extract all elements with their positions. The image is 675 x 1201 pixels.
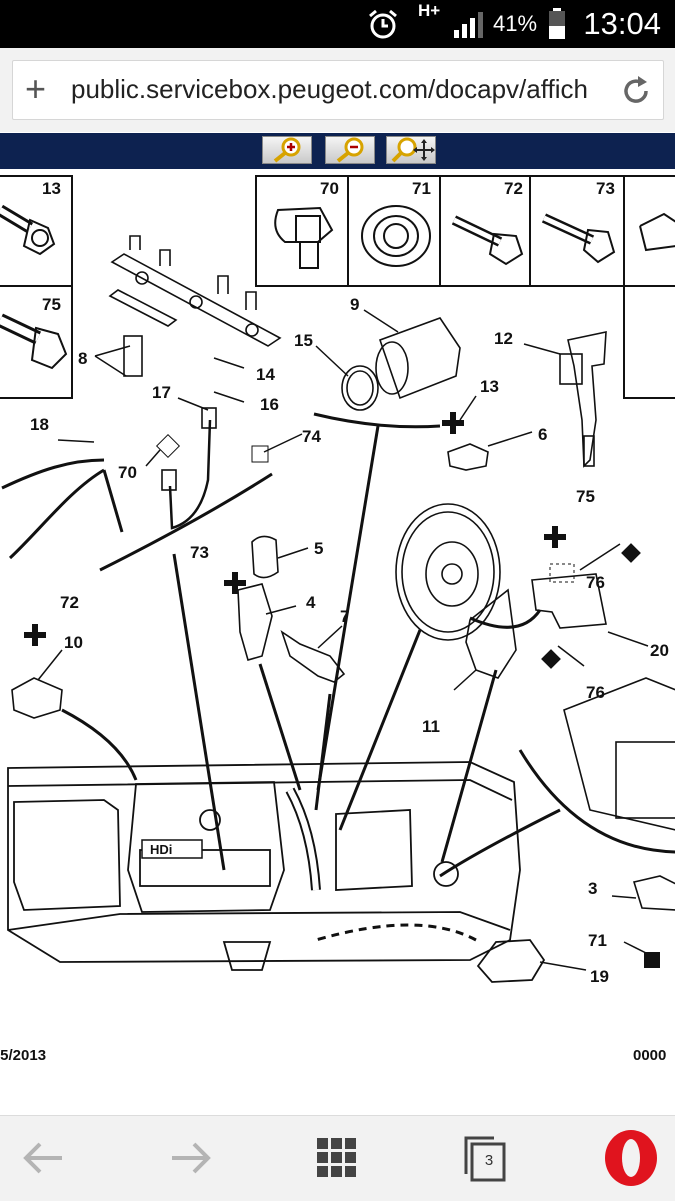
sensor-3-drawing [632,875,675,911]
part-box-75 [0,285,73,399]
zoom-in-button[interactable] [262,136,312,164]
label-70: 70 [118,463,137,482]
opera-menu-icon[interactable] [600,1116,662,1201]
label-13-box: 13 [42,179,61,198]
bracket-11-drawing [465,588,517,679]
label-71-box: 71 [412,179,431,198]
speed-dial-grid-icon[interactable] [314,1116,360,1201]
tabs-button[interactable]: 3 [462,1116,508,1201]
parts-diagram[interactable]: HDi [0,170,675,1115]
hdi-badge [141,839,203,859]
label-75: 75 [576,487,595,506]
label-7: 7 [340,607,349,626]
sensor-19-drawing [476,939,546,983]
status-bar: H+ 41% 13:04 [0,0,675,48]
footer-code: 0000 [633,1047,666,1064]
footer-date: /5/2013 [0,1047,46,1064]
callout-labels: 13 75 70 71 72 73 9 15 12 8 14 17 16 13 … [0,179,669,1064]
label-13: 13 [480,377,499,396]
alarm-icon [369,9,397,39]
label-4: 4 [306,593,316,612]
label-76-bottom: 76 [586,683,605,702]
label-14: 14 [256,365,275,384]
callout-curves [61,412,675,942]
label-17: 17 [152,383,171,402]
label-12: 12 [494,329,513,348]
flywheel-drawing [395,503,501,641]
label-73-box: 73 [596,179,615,198]
address-bar-area: + public.servicebox.peugeot.com/docapv/a… [0,48,675,132]
fuel-rail-drawing [108,235,282,377]
sensor-10-drawing [11,677,63,719]
zoom-move-icon [391,137,435,163]
reload-icon[interactable] [619,74,653,108]
label-18: 18 [30,415,49,434]
label-20: 20 [650,641,669,660]
battery-icon [549,8,565,39]
label-16: 16 [260,395,279,414]
url-text[interactable]: public.servicebox.peugeot.com/docapv/aff… [71,74,588,104]
harness-17-drawing [168,419,212,530]
address-bar[interactable]: + public.servicebox.peugeot.com/docapv/a… [12,60,664,120]
zoom-out-button[interactable] [325,136,375,164]
label-11: 11 [422,717,440,736]
injector-drawing [559,331,607,468]
bracket-20-drawing [531,573,607,629]
part-box-13 [0,175,73,287]
back-arrow-icon[interactable] [18,1116,70,1201]
tab-count: 3 [484,1152,494,1169]
label-3: 3 [588,879,597,898]
sensor-4-drawing [237,583,273,661]
label-9: 9 [350,295,359,314]
harness-18-drawing [1,458,124,560]
open-markers [155,433,575,583]
battery-percent: 41% [493,11,538,36]
label-73: 73 [190,543,209,562]
zoom-out-icon [336,137,364,163]
label-71: 71 [588,931,607,950]
sensor-6-drawing [447,443,489,471]
ecu-plate-drawing [563,677,675,831]
label-6: 6 [538,425,547,444]
label-72-box: 72 [504,179,523,198]
part-box-edge [623,285,675,399]
part-box-row [255,175,675,398]
network-type: H+ [418,1,441,20]
leader-lines [37,309,653,971]
label-10: 10 [64,633,83,652]
label-70-box: 70 [320,179,339,198]
label-8: 8 [78,349,87,368]
engine-bay-drawing [7,761,521,971]
label-15: 15 [294,331,313,350]
zoom-move-button[interactable] [386,136,436,164]
new-tab-plus-icon[interactable]: + [25,68,47,109]
clock: 13:04 [583,6,661,41]
label-5: 5 [314,539,323,558]
zoom-in-icon [273,137,301,163]
exploded-view-drawing: HDi [0,175,675,1064]
label-75-box: 75 [42,295,61,314]
viewer-toolbar [0,133,675,169]
tabs-icon [464,1136,506,1182]
sensor-7-drawing [280,630,346,683]
label-19: 19 [590,967,609,986]
label-72: 72 [60,593,79,612]
hdi-badge-text: HDi [150,842,172,857]
airflow-meter-drawing [341,317,461,411]
signal-icon [454,12,483,38]
cap-5-drawing [251,535,279,579]
label-76-top: 76 [586,573,605,592]
forward-arrow-icon[interactable] [164,1116,216,1201]
browser-nav-bar: 3 [0,1115,675,1201]
markers [24,412,660,968]
label-74: 74 [302,427,321,446]
